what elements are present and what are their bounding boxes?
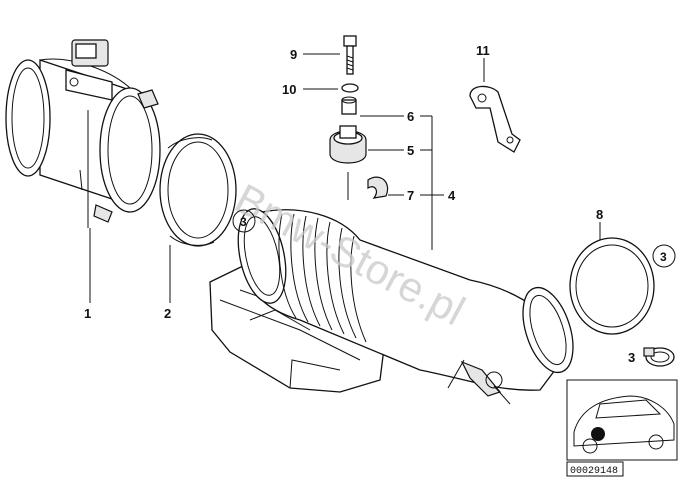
part-5-rubber-mount[interactable] (329, 125, 367, 164)
callout-6: 6 (407, 109, 414, 124)
part-3-hose-clamp[interactable] (643, 347, 675, 367)
callout-11: 11 (476, 43, 490, 58)
part-9-bolt[interactable] (343, 35, 357, 75)
callout-10: 10 (282, 82, 296, 97)
part-2-sleeve[interactable] (159, 133, 237, 303)
callout-4: 4 (448, 188, 456, 203)
callout-2: 2 (164, 306, 171, 321)
callout-3a: 3 (240, 215, 247, 229)
part-6-spacer[interactable] (341, 96, 357, 115)
callout-3-circle-a (232, 209, 256, 233)
leader-lines (89, 53, 485, 303)
callout-8: 8 (596, 207, 603, 222)
part-11-bracket[interactable] (469, 85, 521, 153)
callout-9: 9 (290, 47, 297, 62)
part-10-washer[interactable] (341, 83, 359, 93)
diagram-code: 00029148 (570, 466, 618, 477)
part-8-ring[interactable] (569, 222, 655, 335)
vehicle-inset (566, 379, 678, 461)
part-1-air-mass-meter[interactable] (5, 39, 161, 228)
callout-1: 1 (84, 306, 91, 321)
callout-3c: 3 (628, 350, 635, 365)
callout-5: 5 (407, 143, 414, 158)
callout-3b: 3 (660, 250, 667, 264)
intake-hose[interactable] (231, 204, 583, 405)
callout-7: 7 (407, 188, 414, 203)
part-7-clip[interactable] (367, 176, 389, 199)
location-marker (591, 427, 605, 441)
callout-3-circle-b (652, 244, 676, 268)
